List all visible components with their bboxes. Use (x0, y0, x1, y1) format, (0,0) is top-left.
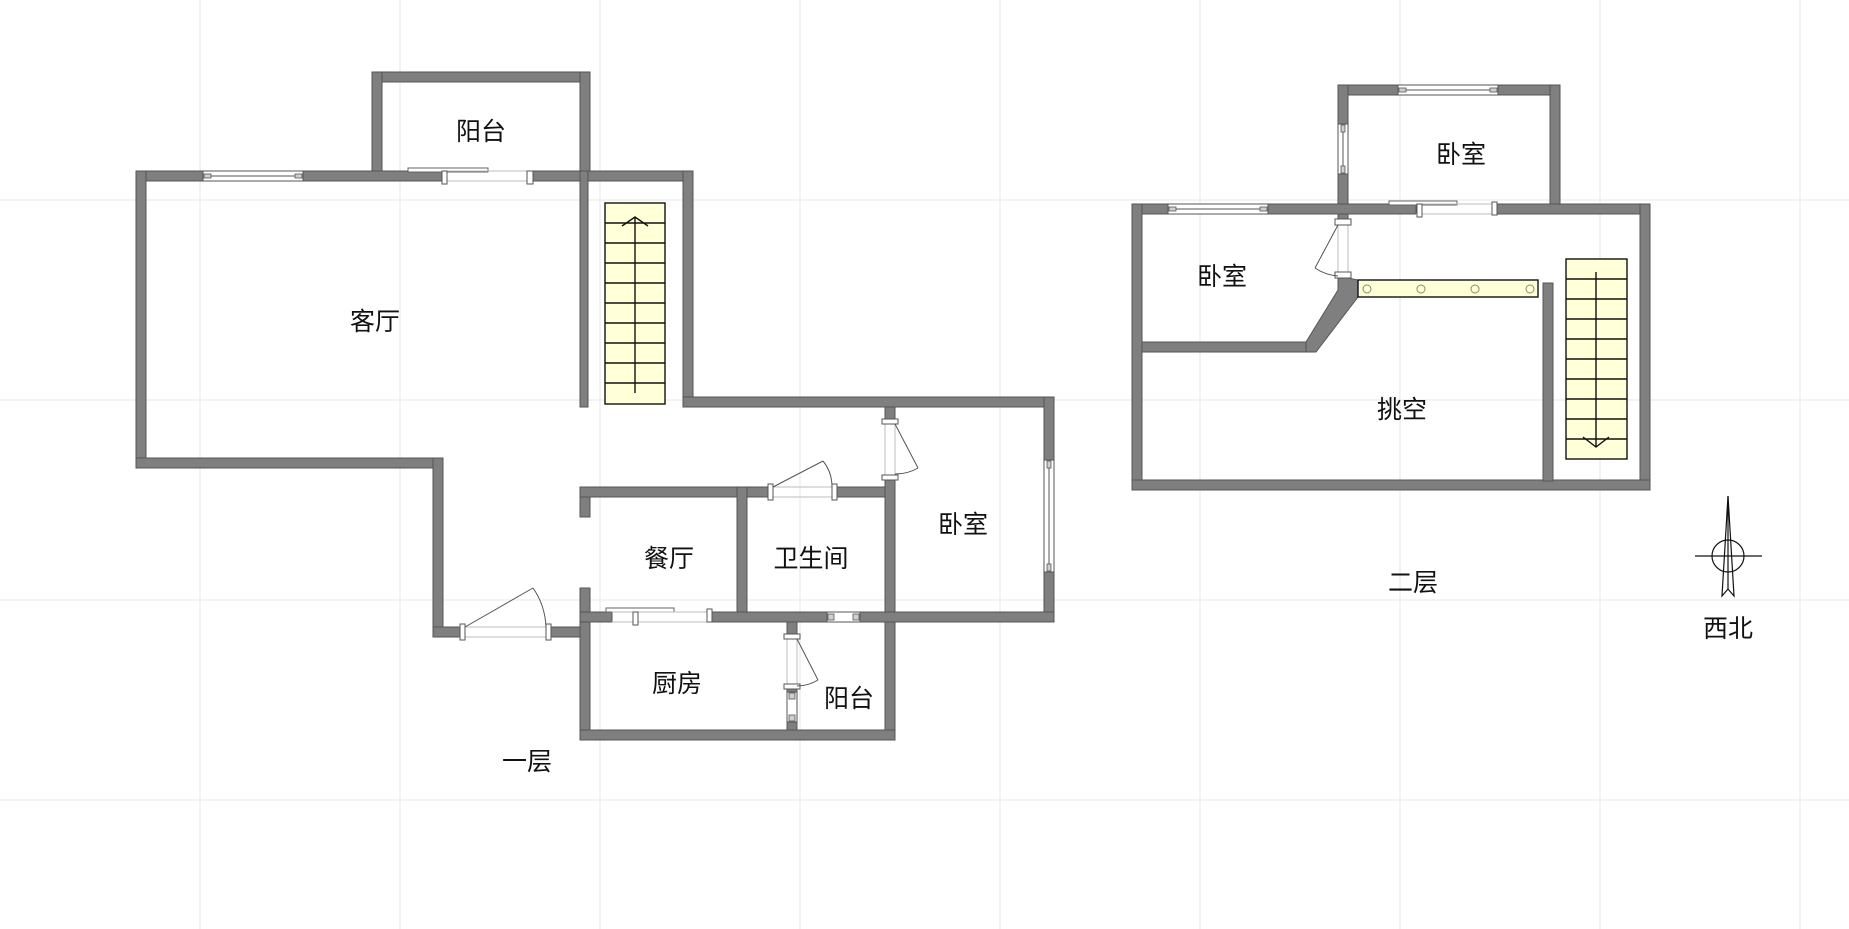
room-label-balcony-2: 阳台 (824, 684, 874, 713)
wall (579, 71, 591, 182)
wall (1305, 277, 1359, 353)
wall (579, 729, 896, 741)
room-label-bedroom-upper: 卧室 (1436, 140, 1486, 169)
wall (884, 476, 896, 623)
sliding-door (605, 607, 713, 626)
swing-door (459, 587, 552, 641)
staircase-down (1565, 258, 1628, 460)
wall (579, 587, 591, 741)
floor-1-label: 一层 (502, 747, 552, 776)
wall (1337, 84, 1349, 125)
wall (135, 457, 444, 469)
wall (1131, 479, 1651, 491)
window (786, 691, 798, 723)
room-label-balcony: 阳台 (456, 117, 506, 146)
wall (1043, 396, 1055, 461)
window (826, 611, 861, 623)
wall (682, 396, 1055, 408)
swing-door (881, 418, 919, 481)
window (1397, 84, 1499, 96)
room-label-kitchen: 厨房 (652, 669, 702, 698)
wall (1495, 203, 1651, 215)
swing-door (783, 633, 819, 690)
wall (371, 71, 591, 83)
wall (859, 611, 1055, 623)
railing (1357, 279, 1539, 298)
room-label-void: 挑空 (1377, 395, 1427, 424)
floor-2-plan: 卧室 卧室 挑空 二层 (1131, 84, 1651, 597)
compass-label: 西北 (1703, 614, 1753, 643)
room-label-dining-room: 餐厅 (644, 544, 694, 573)
swing-door (767, 460, 838, 501)
wall (682, 170, 694, 408)
room-label-living-room: 客厅 (350, 307, 400, 336)
sliding-door (1388, 200, 1498, 218)
room-label-bathroom: 卫生间 (773, 544, 848, 573)
window (1043, 459, 1055, 573)
wall (1549, 84, 1561, 215)
swing-door (1314, 218, 1352, 279)
window (1337, 123, 1349, 175)
wall (736, 486, 748, 623)
room-label-bedroom: 卧室 (938, 510, 988, 539)
wall (371, 71, 383, 182)
wall (1141, 341, 1311, 353)
wall (1542, 282, 1554, 482)
staircase-up (604, 202, 666, 405)
wall (579, 611, 613, 623)
wall (432, 626, 464, 638)
window (1167, 203, 1269, 215)
wall (1639, 203, 1651, 491)
wall (135, 170, 147, 469)
sliding-door (407, 167, 534, 185)
wall (1131, 203, 1143, 491)
room-label-bedroom-left: 卧室 (1197, 262, 1247, 291)
floor-1-plan: 阳台 客厅 餐厅 卫生间 卧室 厨房 阳台 一层 (135, 71, 1055, 776)
wall (579, 170, 589, 408)
north-arrow-icon (1695, 495, 1762, 598)
floor-2-label: 二层 (1388, 568, 1438, 597)
window (202, 170, 304, 182)
wall (529, 170, 694, 182)
wall (432, 457, 444, 638)
wall (884, 621, 896, 741)
wall (711, 611, 828, 623)
